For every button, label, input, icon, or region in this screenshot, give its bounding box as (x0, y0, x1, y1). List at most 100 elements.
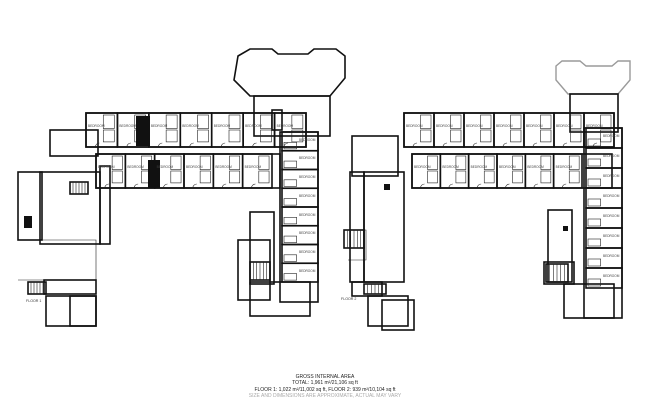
gia-floors: FLOOR 1: 1,022 m²/11,002 sq ft, FLOOR 2:… (254, 386, 396, 393)
wall-block (17, 171, 43, 241)
wall-block (563, 283, 615, 319)
room-label: BEDROOM (414, 164, 431, 169)
ensuite-bathroom (283, 273, 297, 281)
room-label: BEDROOM (555, 164, 573, 169)
room-label: BEDROOM (182, 123, 199, 128)
ensuite-bathroom (283, 217, 297, 225)
ensuite-shower (197, 129, 209, 143)
door-swing (221, 183, 227, 189)
ensuite-bathroom (450, 114, 462, 129)
door-swing (592, 142, 598, 148)
wall-block (95, 153, 281, 189)
room (585, 267, 623, 289)
room-label: BEDROOM (526, 123, 543, 128)
wall-block (363, 171, 405, 283)
ensuite-shower (102, 129, 115, 143)
room (273, 112, 307, 148)
room-label: BEDROOM (602, 194, 620, 198)
wall-block (237, 239, 271, 301)
ensuite-shower (455, 170, 467, 184)
ensuite-shower (568, 170, 580, 184)
ensuite-shower (540, 170, 552, 184)
door-swing (561, 183, 567, 189)
room-label: BEDROOM (602, 234, 620, 238)
door-swing (252, 142, 257, 148)
ensuite-bathroom (165, 114, 178, 129)
ensuite-shower (420, 129, 432, 143)
room-label: BEDROOM (244, 164, 262, 169)
room-label: BEDROOM (119, 123, 136, 128)
door-swing (104, 183, 109, 189)
ensuite-bathroom (228, 114, 241, 129)
ensuite-bathroom (587, 238, 601, 247)
room-label: BEDROOM (556, 123, 573, 128)
wall-block (249, 211, 275, 285)
room-label: BEDROOM (245, 123, 262, 128)
ensuite-bathroom (540, 114, 552, 129)
ensuite-shower (480, 129, 492, 143)
room-label: BEDROOM (298, 250, 316, 255)
door-swing (420, 183, 425, 189)
room-label: BEDROOM (602, 174, 620, 178)
ensuite-bathroom (587, 158, 601, 167)
wall-block (351, 135, 399, 177)
wall-block (381, 299, 415, 331)
door-swing (562, 142, 568, 148)
gia-title: GROSS INTERNAL AREA (295, 374, 355, 380)
ensuite-bathroom (587, 198, 601, 207)
door-swing (251, 183, 256, 189)
room-label: BEDROOM (298, 268, 316, 273)
solid-wall-core (24, 216, 32, 228)
door-swing (163, 183, 168, 189)
gross-internal-area-block: GROSS INTERNAL AREA TOTAL: 1,961 m²/21,1… (0, 374, 650, 400)
room-label: BEDROOM (602, 154, 620, 158)
room-label: BEDROOM (602, 134, 620, 138)
gia-total: TOTAL: 1,961 m²/21,106 sq ft (292, 380, 358, 387)
door-swing (505, 183, 510, 189)
room-label: BEDROOM (298, 193, 316, 198)
room-label: BEDROOM (156, 164, 174, 169)
ensuite-shower (600, 129, 612, 143)
ensuite-bathroom (111, 155, 123, 170)
ensuite-shower (427, 170, 438, 184)
floor-2-label: FLOOR 2 (341, 297, 357, 301)
door-swing (157, 142, 163, 148)
door-swing (189, 142, 194, 148)
ensuite-shower (260, 129, 272, 143)
room-label: BEDROOM (213, 123, 231, 128)
ensuite-bathroom (197, 114, 209, 129)
door-swing (220, 142, 226, 148)
ensuite-bathroom (283, 179, 297, 187)
room (552, 153, 583, 189)
wall-block (403, 112, 615, 148)
ensuite-bathroom (587, 218, 601, 227)
ensuite-bathroom (283, 235, 297, 243)
door-swing (442, 142, 448, 148)
ensuite-shower (512, 170, 523, 184)
floor-1-label: FLOOR 1 (26, 299, 42, 303)
gia-disclaimer: SIZE AND DIMENSIONS ARE APPROXIMATE, ACT… (248, 393, 402, 400)
room-label: BEDROOM (602, 274, 620, 278)
room-label: BEDROOM (602, 214, 620, 218)
door-swing (533, 183, 538, 189)
door-swing (532, 142, 538, 148)
ensuite-bathroom (260, 114, 272, 129)
ensuite-bathroom (510, 114, 522, 129)
ensuite-bathroom (199, 155, 211, 170)
ensuite-shower (170, 170, 182, 184)
room-label: BEDROOM (127, 164, 144, 169)
room-label: BEDROOM (442, 164, 459, 169)
room-label: BEDROOM (470, 164, 488, 169)
wall-block (271, 109, 283, 131)
door-swing (95, 142, 100, 148)
door-swing (472, 142, 478, 148)
ensuite-shower (258, 170, 270, 184)
roof-terrace-outline (233, 48, 346, 97)
ensuite-shower (450, 129, 462, 143)
wall-block (349, 171, 365, 283)
wall-block (49, 129, 99, 157)
ensuite-shower (291, 129, 304, 143)
ensuite-shower (229, 170, 241, 184)
solid-wall-core (136, 116, 150, 146)
room-label: BEDROOM (499, 164, 516, 169)
